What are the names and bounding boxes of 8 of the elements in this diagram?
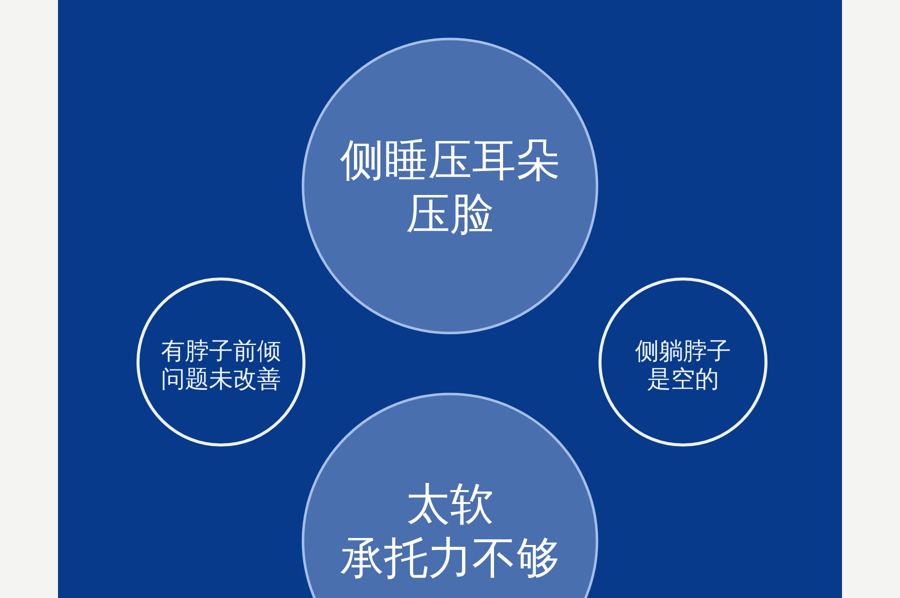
problem-text: 侧躺脖子是空的 — [634, 337, 732, 393]
problem-text: 承托力不够 — [340, 532, 560, 586]
problem-text: 太软 — [406, 478, 494, 532]
problem-circle — [136, 277, 306, 447]
problem-circle — [301, 37, 599, 335]
problem-circle — [598, 277, 768, 447]
problem-text: 有脖子前倾问题未改善 — [160, 337, 282, 393]
problem-text: 侧睡压耳朵压脸 — [339, 134, 561, 242]
